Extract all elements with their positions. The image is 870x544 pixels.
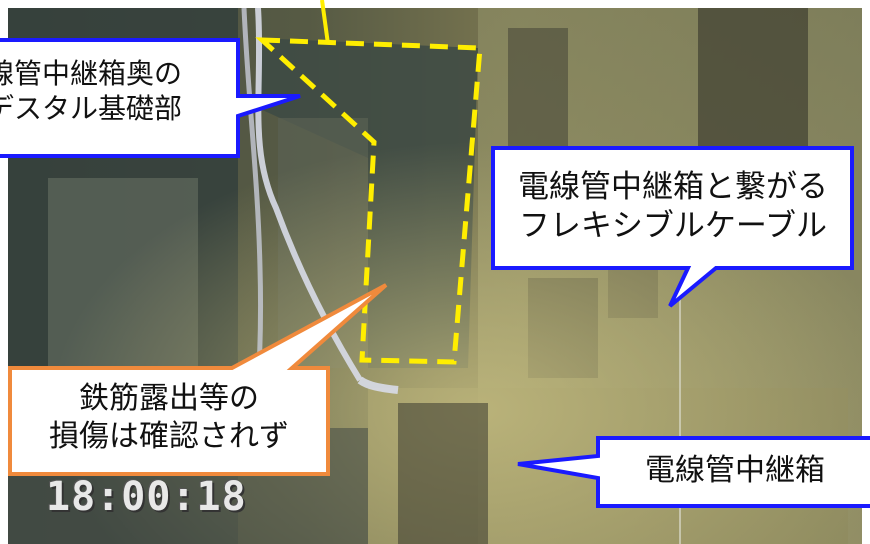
cable-callout-line2: フレキシブルケーブル: [518, 207, 828, 244]
junction-box-callout-line1: 電線管中継箱: [645, 453, 825, 488]
junction-box-callout-shape: [517, 436, 870, 508]
rebar-callout-line1: 鉄筋露出等の: [79, 381, 259, 416]
rebar-callout: 鉄筋露出等の 損傷は確認されず: [12, 380, 326, 455]
rebar-callout-line2: 損傷は確認されず: [49, 418, 289, 454]
cable-callout: 電線管中継箱と繋がる フレキシブルケーブル: [497, 168, 849, 246]
pedestal-callout-line1: 線管中継箱奥の: [0, 57, 183, 90]
camera-photo: [8, 8, 862, 544]
rebar-callout-shape: [8, 283, 388, 476]
video-timestamp: 18:00:18: [46, 474, 247, 520]
cable-callout-line1: 電線管中継箱と繋がる: [518, 169, 828, 205]
pedestal-outline-leader: [320, 0, 330, 45]
pedestal-callout-line2: デスタル基礎部: [0, 92, 183, 125]
junction-box-callout: 電線管中継箱: [602, 452, 868, 490]
cable-callout-shape: [491, 146, 854, 308]
pedestal-callout: 線管中継箱奥の デスタル基礎部: [0, 56, 226, 126]
pedestal-outline: [255, 37, 483, 365]
pedestal-callout-shape: [0, 38, 301, 158]
